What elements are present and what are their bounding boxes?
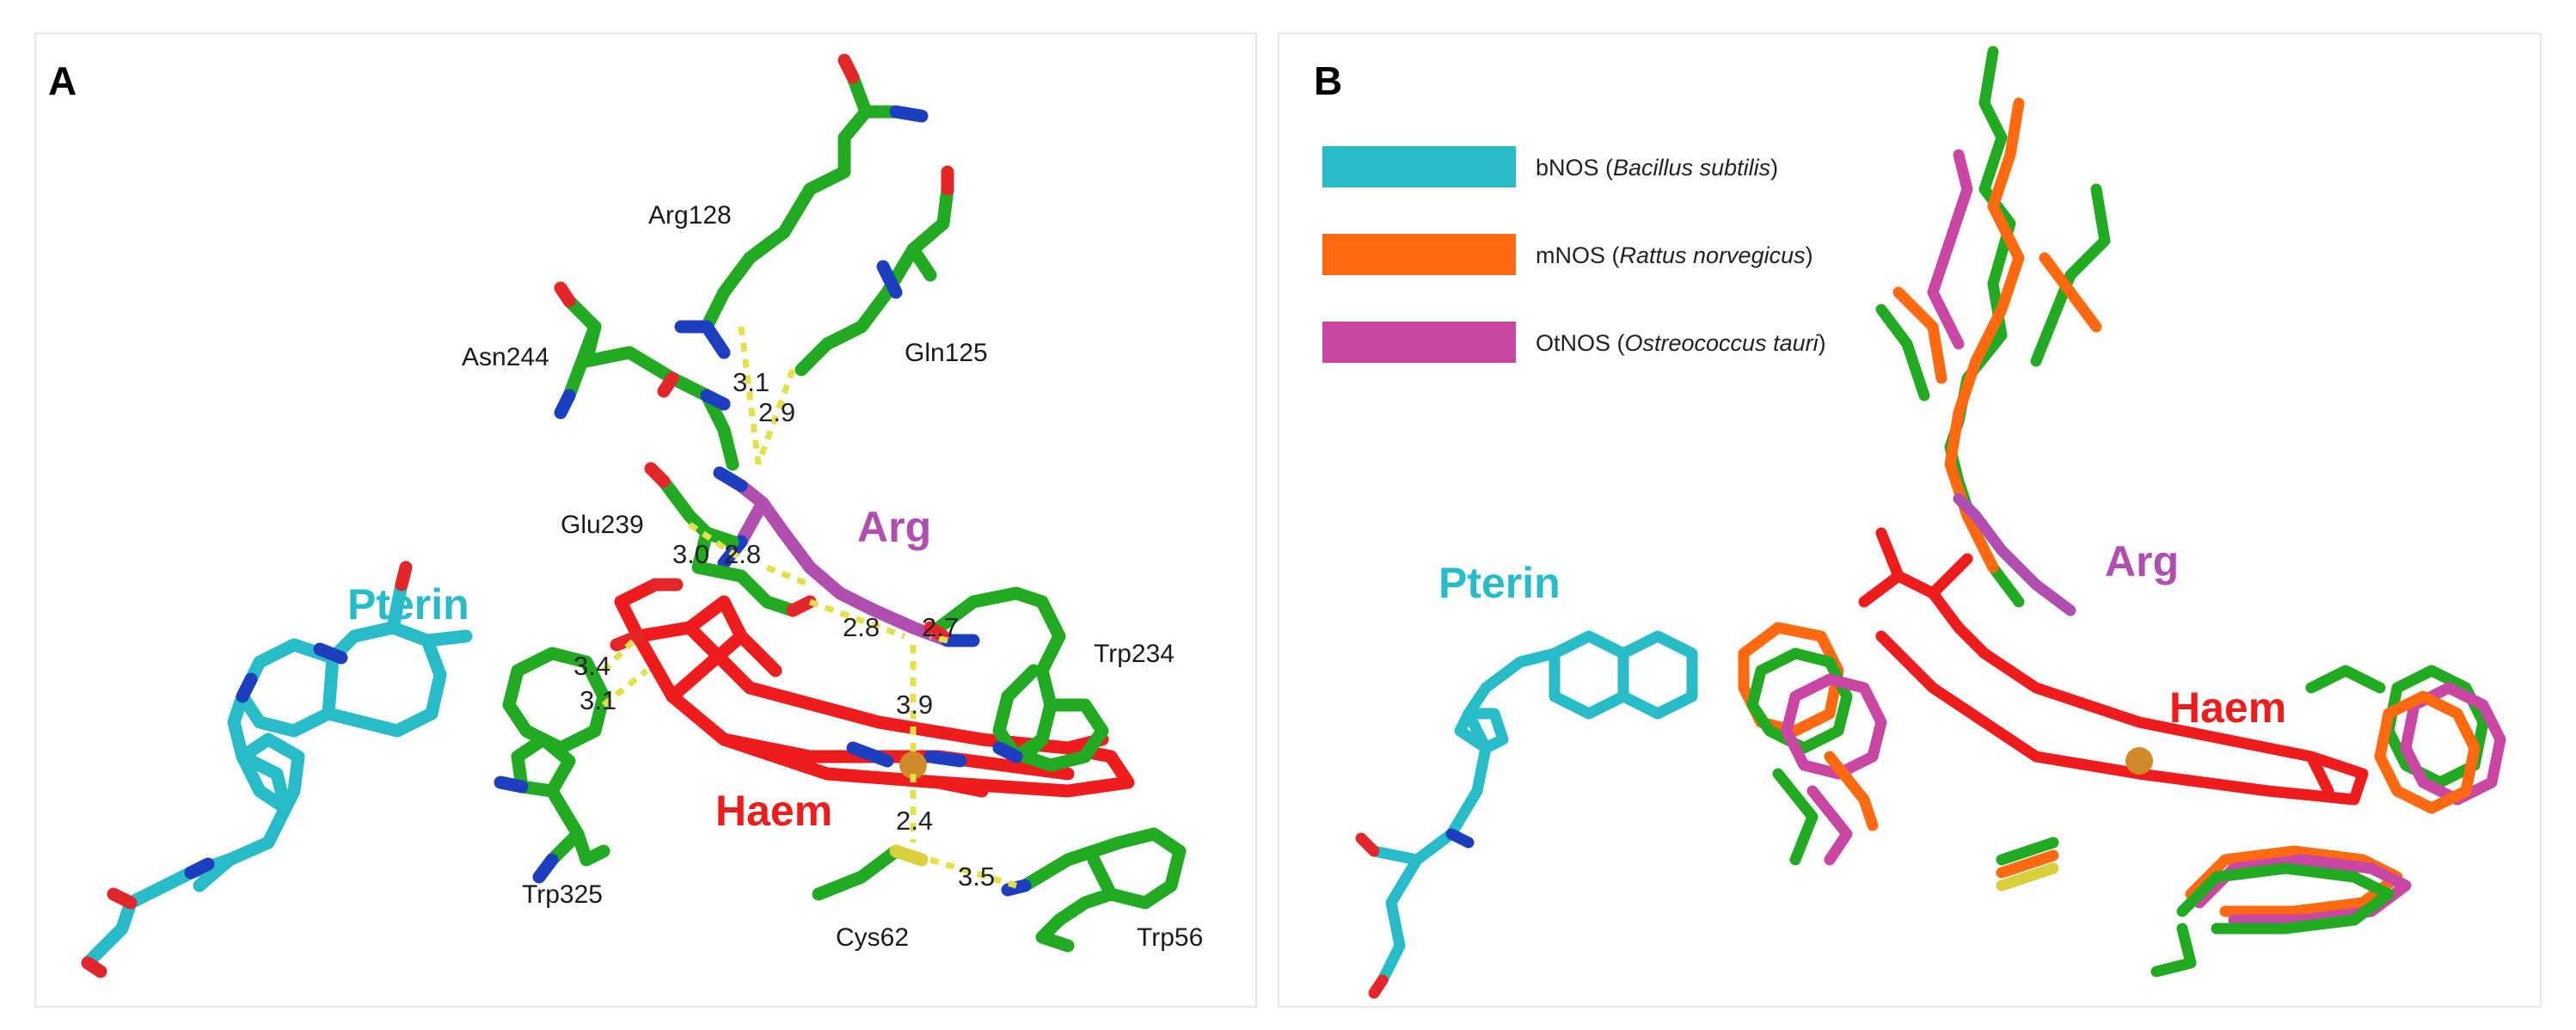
- distance-label: 2.7: [922, 612, 959, 642]
- residue-cys62: [812, 844, 903, 901]
- label-trp56: Trp56: [1137, 923, 1203, 952]
- panel-a: A: [34, 33, 1257, 1008]
- label-trp234: Trp234: [1094, 640, 1175, 668]
- pterin-label-b: Pterin: [1438, 559, 1561, 607]
- arg-label-b: Arg: [2105, 537, 2179, 586]
- label-arg128: Arg128: [648, 201, 732, 230]
- panel-b: B bNOS (Bacillus subtilis) mNOS (Rattus …: [1278, 33, 2542, 1008]
- panel-b-letter: B: [1314, 58, 1342, 103]
- arg-substrate: [734, 479, 954, 647]
- residue-labels: Arg128 Asn244 Gln125 Glu239 Trp234 Trp32…: [462, 201, 1203, 952]
- distance-label: 2.8: [843, 612, 880, 642]
- panel-a-letter: A: [48, 58, 77, 103]
- distance-label: 2.8: [724, 539, 761, 569]
- pterin-molecule: [81, 578, 473, 970]
- overlay-residues-right: [2305, 665, 2506, 814]
- pterin-molecule-b: [1368, 630, 1698, 986]
- distance-label: 3.4: [573, 651, 610, 681]
- overlay-residues-lower: [1996, 837, 2412, 978]
- label-gln125: Gln125: [905, 339, 988, 367]
- panel-b-structure: B bNOS (Bacillus subtilis) mNOS (Rattus …: [1314, 46, 2506, 999]
- distance-label: 2.9: [758, 397, 795, 427]
- legend-entry-otnos: OtNOS (Ostreococcus tauri): [1536, 330, 1826, 356]
- haem-molecule-b: [1858, 527, 2369, 806]
- overlay-residues-pterin-site: [1738, 622, 1887, 866]
- panel-a-structure: A: [48, 53, 1203, 978]
- arg-label: Arg: [857, 503, 931, 551]
- distance-label: 3.0: [672, 539, 709, 569]
- label-cys62: Cys62: [836, 923, 909, 952]
- legend-entry-bnos: bNOS (Bacillus subtilis): [1536, 155, 1778, 181]
- legend: bNOS (Bacillus subtilis) mNOS (Rattus no…: [1322, 146, 1826, 363]
- residue-glu239: [657, 475, 800, 617]
- residue-trp56: [1018, 827, 1187, 953]
- overlay-arg-site: [1875, 46, 2111, 616]
- label-asn244: Asn244: [462, 343, 549, 371]
- haem-iron-atom-b: [2125, 747, 2153, 775]
- distance-label: 3.1: [733, 367, 770, 397]
- haem-iron-atom: [899, 751, 927, 779]
- distance-label: 2.4: [896, 806, 933, 836]
- haem-label: Haem: [715, 787, 832, 835]
- distance-label: 3.9: [896, 690, 933, 720]
- legend-entry-mnos: mNOS (Rattus norvegicus): [1536, 242, 1813, 268]
- residue-arg128: [700, 71, 903, 334]
- hydrogen-bonds: [601, 326, 1018, 889]
- residue-asn244: [562, 294, 739, 471]
- label-trp325: Trp325: [522, 880, 603, 909]
- distance-labels: 3.1 2.9 3.0 2.8 2.8 2.7 3.4 3.1 3.9 2.4 …: [573, 367, 995, 892]
- residue-trp234: [932, 586, 1109, 772]
- distance-label: 3.1: [580, 685, 616, 715]
- label-glu239: Glu239: [561, 511, 644, 539]
- pterin-label: Pterin: [347, 580, 469, 628]
- distance-label: 3.5: [958, 861, 995, 892]
- residue-trp325: [502, 647, 610, 867]
- haem-label-b: Haem: [2169, 684, 2286, 732]
- residue-gln125: [794, 182, 954, 377]
- legend-swatch-otnos: [1322, 322, 1516, 363]
- legend-swatch-bnos: [1322, 146, 1516, 187]
- legend-swatch-mnos: [1322, 234, 1516, 275]
